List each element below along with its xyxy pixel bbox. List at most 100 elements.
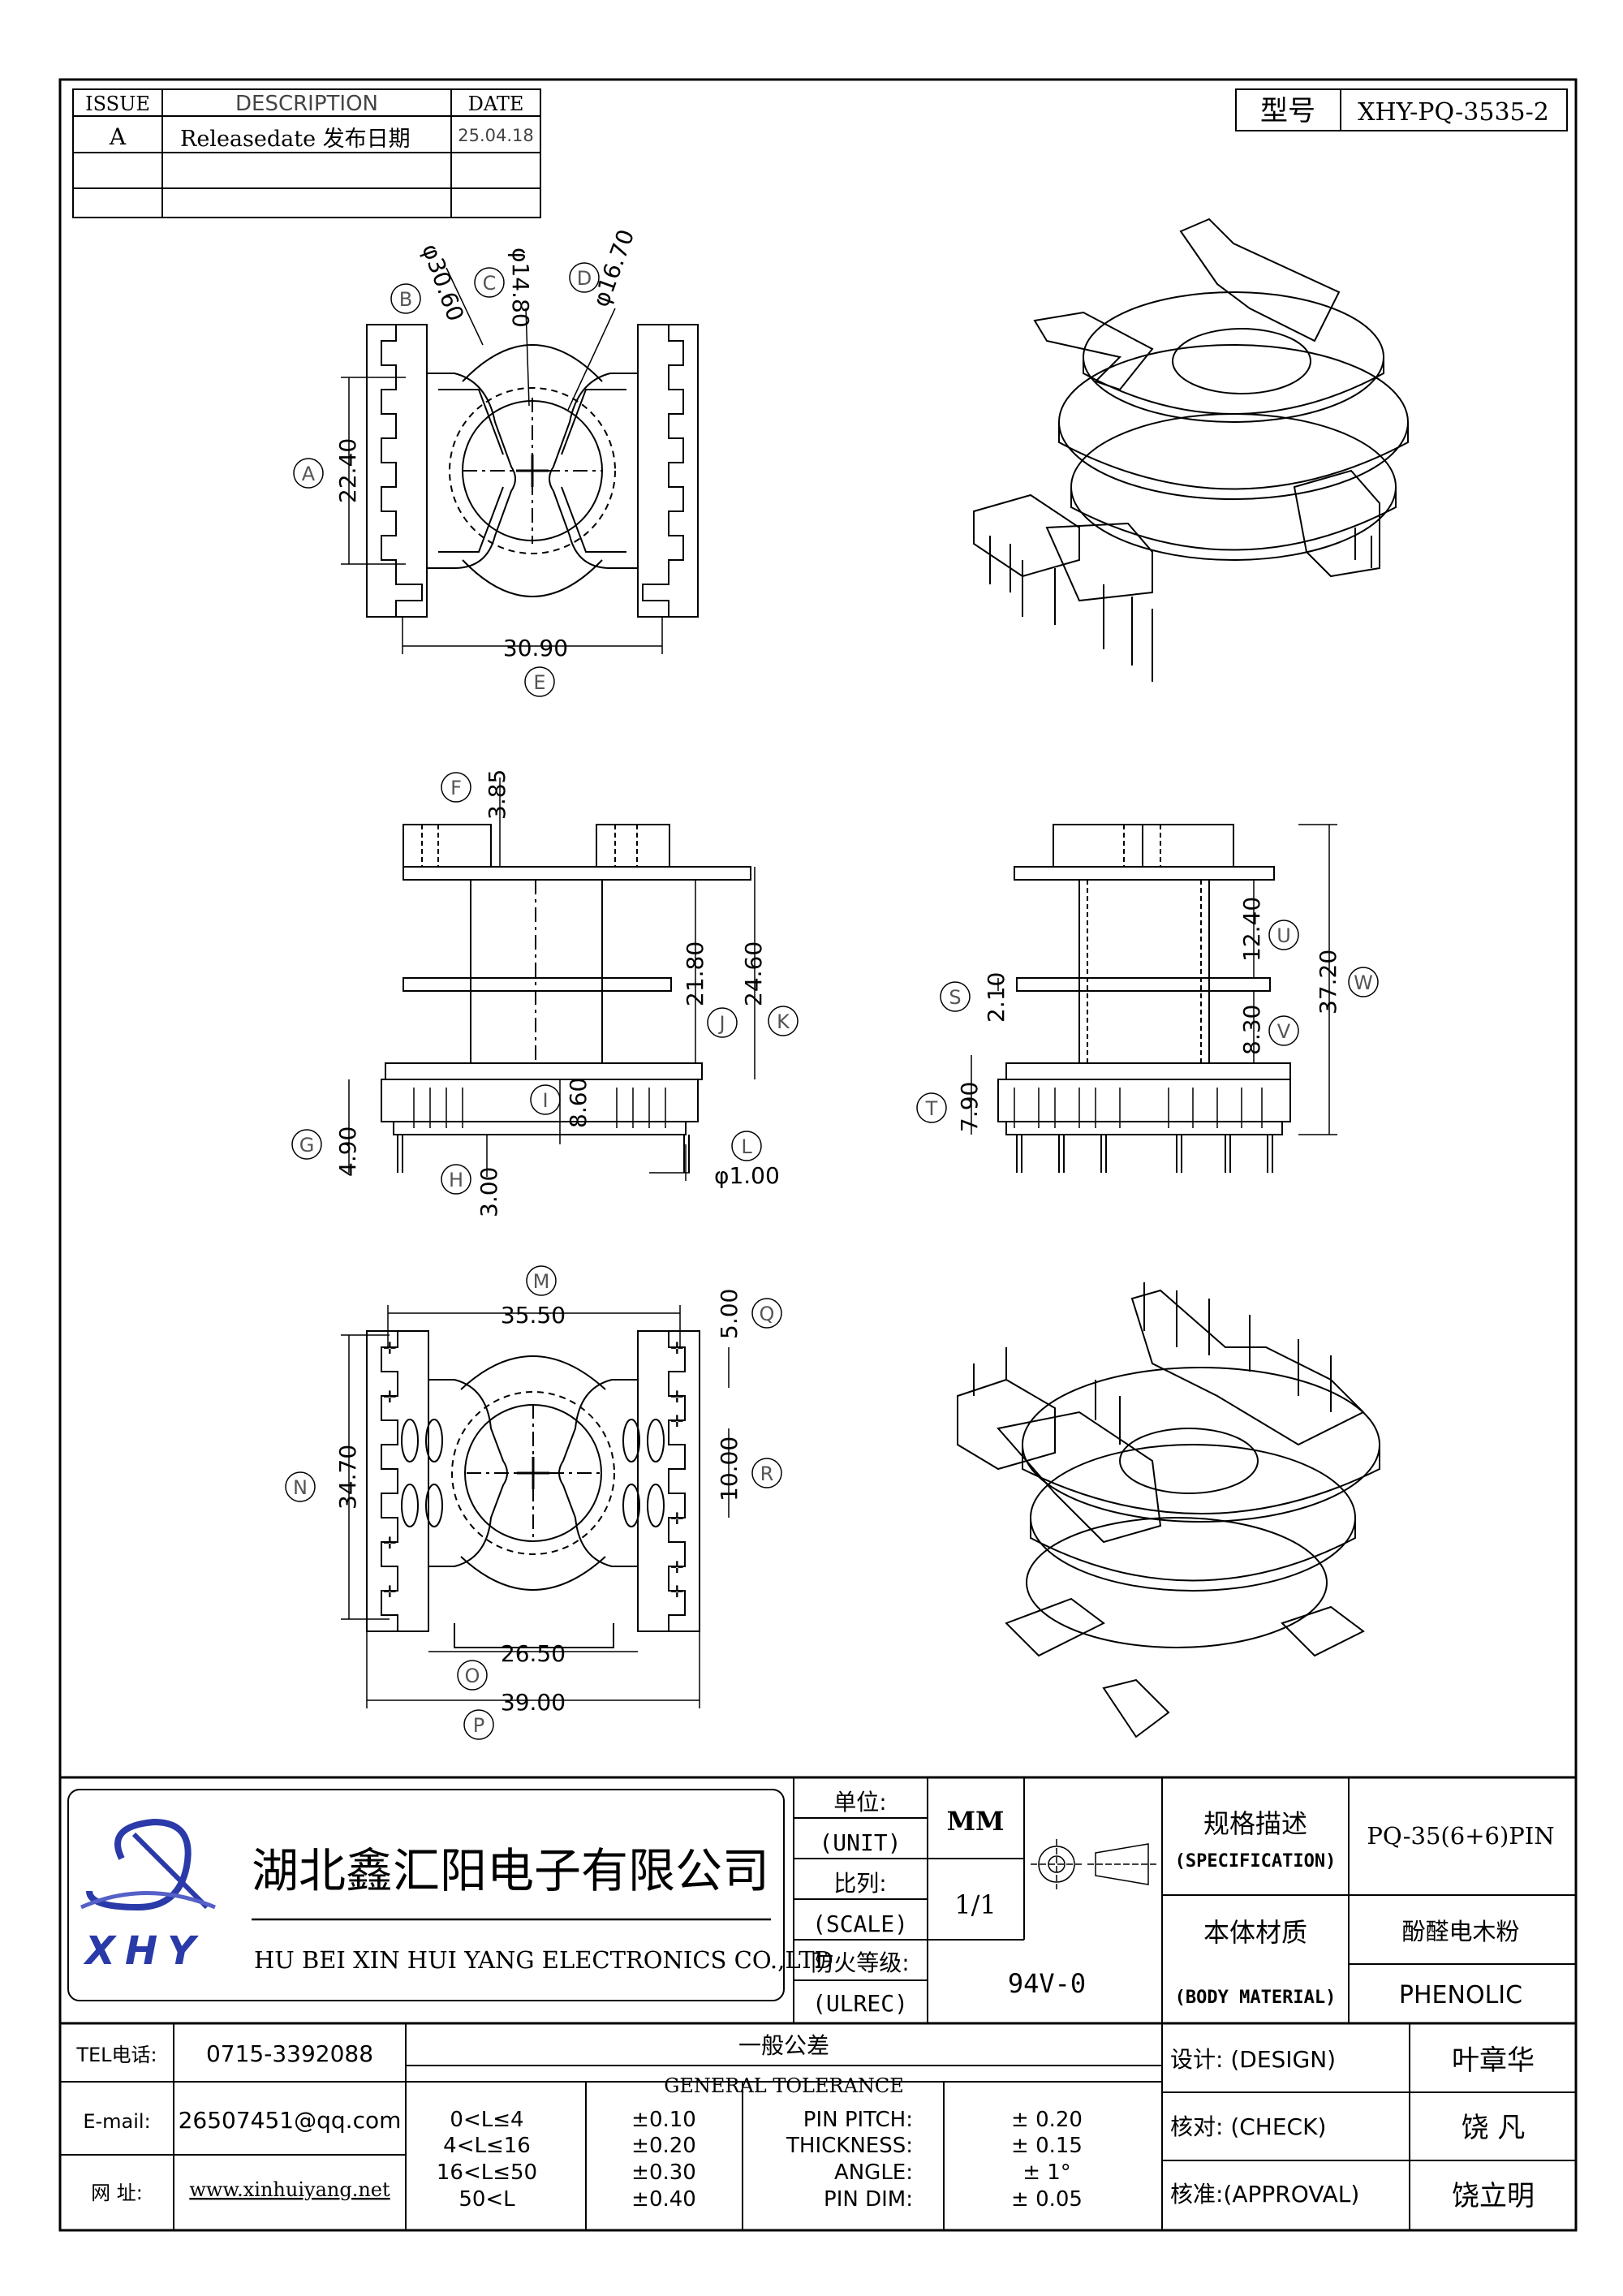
svg-text:V: V xyxy=(1277,1020,1291,1043)
svg-text:± 0.05: ± 0.05 xyxy=(1011,2187,1083,2212)
spec-label-en: (SPECIFICATION) xyxy=(1175,1851,1337,1872)
dim-M-text: 35.50 xyxy=(501,1302,566,1329)
check-name: 饶 凡 xyxy=(1462,2112,1526,2144)
svg-text:±0.10: ±0.10 xyxy=(631,2108,696,2132)
dim-J-text: 21.80 xyxy=(682,941,708,1006)
svg-text:✛: ✛ xyxy=(670,1411,684,1431)
svg-text:J: J xyxy=(717,1012,725,1035)
svg-text:Q: Q xyxy=(760,1303,775,1325)
svg-text:✛: ✛ xyxy=(383,1533,397,1553)
scale-label-en: (SCALE) xyxy=(812,1910,908,1937)
top-view xyxy=(341,267,699,654)
material-value-en: PHENOLIC xyxy=(1399,1981,1522,2010)
rev-date-value: 25.04.18 xyxy=(458,126,534,145)
side-view xyxy=(971,824,1337,1173)
material-label-cn: 本体材质 xyxy=(1203,1917,1307,1948)
svg-text:N: N xyxy=(293,1476,308,1499)
svg-text:± 0.15: ± 0.15 xyxy=(1011,2134,1083,2158)
svg-text:✛: ✛ xyxy=(670,1557,684,1577)
company-name-en: HU BEI XIN HUI YANG ELECTRONICS CO.,LTD xyxy=(254,1946,833,1974)
web-link[interactable]: www.xinhuiyang.net xyxy=(189,2178,390,2201)
tel-value: 0715-3392088 xyxy=(206,2040,373,2067)
label-G: G xyxy=(291,1129,322,1160)
svg-text:0<L≤4: 0<L≤4 xyxy=(450,2108,523,2132)
revision-table xyxy=(72,88,541,218)
rev-header-issue: ISSUE xyxy=(85,93,150,115)
design-label: 设计: (DESIGN) xyxy=(1170,2046,1336,2073)
svg-text:4<L≤16: 4<L≤16 xyxy=(443,2134,531,2158)
svg-text:M: M xyxy=(533,1270,550,1293)
model-value: XHY-PQ-3535-2 xyxy=(1358,98,1549,127)
svg-text:G: G xyxy=(299,1134,315,1157)
label-V: V xyxy=(1268,1015,1299,1046)
svg-text:W: W xyxy=(1354,971,1373,994)
dim-V-text: 8.30 xyxy=(1238,1005,1265,1055)
tolerance-ranges: 0<L≤4 4<L≤16 16<L≤50 50<L ±0.10 ±0.20 ±0… xyxy=(437,2108,696,2212)
svg-text:16<L≤50: 16<L≤50 xyxy=(437,2160,537,2185)
rev-header-date: DATE xyxy=(468,93,524,115)
material-label-en: (BODY MATERIAL) xyxy=(1175,1988,1337,2008)
label-T: T xyxy=(916,1092,947,1123)
svg-text:PIN PITCH:: PIN PITCH: xyxy=(803,2108,913,2132)
label-D: D xyxy=(569,262,600,293)
label-Q: Q xyxy=(751,1298,782,1329)
tolerance-title-cn: 一般公差 xyxy=(738,2032,829,2059)
svg-text:I: I xyxy=(542,1089,548,1112)
svg-text:R: R xyxy=(760,1462,774,1485)
dim-C-text: φ14.80 xyxy=(507,248,534,328)
svg-text:✛: ✛ xyxy=(383,1338,397,1358)
svg-text:P: P xyxy=(473,1714,484,1737)
svg-text:T: T xyxy=(925,1097,938,1120)
svg-text:✛: ✛ xyxy=(670,1582,684,1601)
svg-text:D: D xyxy=(577,267,592,290)
check-label: 核对: (CHECK) xyxy=(1170,2113,1326,2140)
svg-text:K: K xyxy=(777,1010,790,1033)
logo-text: XHY xyxy=(83,1928,205,1974)
label-N: N xyxy=(285,1471,316,1502)
label-R: R xyxy=(751,1458,782,1488)
dim-H-text: 3.00 xyxy=(476,1167,502,1217)
front-view xyxy=(348,778,756,1181)
svg-text:O: O xyxy=(465,1665,480,1687)
rev-description-value: Releasedate 发布日期 xyxy=(180,127,411,152)
dim-E-text: 30.90 xyxy=(503,635,568,661)
svg-text:E: E xyxy=(533,671,545,694)
svg-text:✛: ✛ xyxy=(670,1338,684,1358)
label-M: M xyxy=(526,1265,557,1296)
approve-name: 饶立明 xyxy=(1452,2180,1535,2212)
outer-frame xyxy=(58,78,1578,2232)
svg-text:U: U xyxy=(1276,924,1291,947)
svg-text:ANGLE:: ANGLE: xyxy=(834,2160,913,2185)
label-L: L xyxy=(731,1131,762,1161)
svg-text:50<L: 50<L xyxy=(458,2187,515,2212)
dim-Q-text: 5.00 xyxy=(716,1289,743,1339)
svg-text:THICKNESS:: THICKNESS: xyxy=(786,2134,913,2158)
dim-G-text: 4.90 xyxy=(334,1126,361,1177)
email-label: E-mail: xyxy=(83,2110,150,2133)
svg-text:B: B xyxy=(399,288,412,311)
label-S: S xyxy=(940,981,971,1012)
rev-issue-value: A xyxy=(109,123,127,150)
dim-W-text: 37.20 xyxy=(1315,950,1341,1014)
label-K: K xyxy=(768,1006,799,1036)
label-P: P xyxy=(463,1709,494,1740)
svg-text:C: C xyxy=(483,272,497,295)
material-value-cn: 酚醛电木粉 xyxy=(1401,1918,1519,1945)
email-value: 26507451@qq.com xyxy=(179,2107,402,2134)
dim-T-text: 7.90 xyxy=(956,1082,983,1132)
dim-L-text: φ1.00 xyxy=(714,1162,780,1189)
label-W: W xyxy=(1348,967,1379,997)
dim-O-text: 26.50 xyxy=(501,1640,566,1667)
label-U: U xyxy=(1268,920,1299,950)
isometric-view-bottom xyxy=(957,1282,1380,1738)
svg-text:✛: ✛ xyxy=(670,1509,684,1528)
title-block-grid xyxy=(60,1776,1576,2230)
svg-text:±0.30: ±0.30 xyxy=(631,2160,696,2185)
model-label: 型号 xyxy=(1260,95,1315,127)
pin-markers: ✛ ✛ ✛ ✛ ✛ ✛ ✛ ✛ ✛ ✛ xyxy=(383,1338,684,1601)
svg-text:L: L xyxy=(741,1135,752,1158)
company-name-cn: 湖北鑫汇阳电子有限公司 xyxy=(252,1843,769,1898)
scale-label-cn: 比列: xyxy=(833,1870,886,1897)
dim-K-text: 24.60 xyxy=(740,941,767,1006)
